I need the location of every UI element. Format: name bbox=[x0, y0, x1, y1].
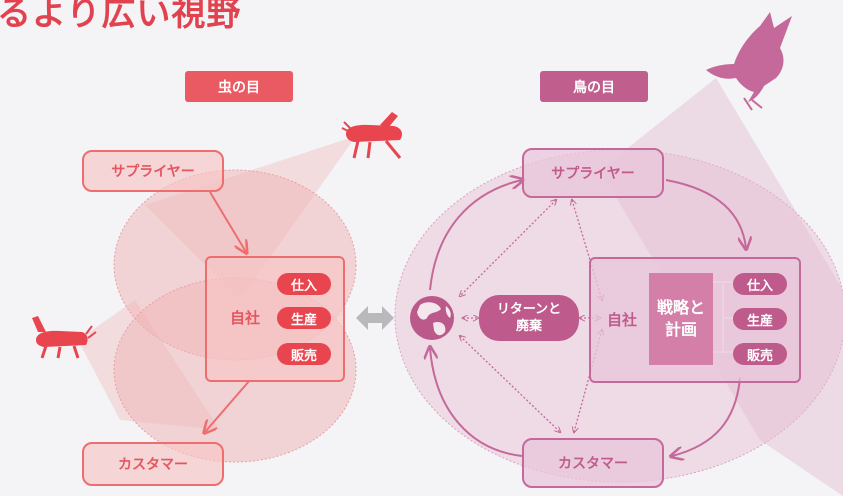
strategy-planning-box: 戦略と 計画 bbox=[649, 273, 713, 365]
return-line-1: リターンと bbox=[496, 302, 562, 317]
bird-item-purchase: 仕入 bbox=[733, 273, 787, 295]
bug-company-label: 自社 bbox=[229, 308, 260, 327]
bug-customer-box: カスタマー bbox=[82, 442, 224, 486]
bird-company-box: 自社 戦略と 計画 仕入 生産 販売 bbox=[589, 257, 801, 383]
page-title: るより広い視野 bbox=[0, 0, 242, 34]
bug-arrow-supplier-company bbox=[209, 191, 246, 252]
bird-arrow-supplier-company bbox=[665, 179, 746, 248]
strategy-line-1: 戦略と bbox=[656, 298, 705, 317]
bird-company-label: 自社 bbox=[606, 310, 637, 329]
bird-item-sales: 販売 bbox=[733, 343, 787, 365]
bird-item-production: 生産 bbox=[733, 308, 787, 330]
grasshopper-icon bbox=[32, 316, 97, 359]
bug-item-sales: 販売 bbox=[277, 343, 331, 365]
bird-icon bbox=[706, 12, 792, 111]
bird-supplier-box: サプライヤー bbox=[522, 148, 664, 198]
dotted-arrow-supplier-company bbox=[572, 200, 602, 300]
bird-arrow-company-customer bbox=[672, 377, 741, 456]
return-line-2: 廃棄 bbox=[515, 319, 542, 334]
bug-eye-label: 虫の目 bbox=[185, 71, 293, 102]
globe-icon bbox=[410, 296, 454, 340]
bug-company-box: 自社 仕入 生産 販売 bbox=[205, 256, 345, 382]
bug-item-purchase: 仕入 bbox=[277, 273, 331, 295]
strategy-line-2: 計画 bbox=[664, 320, 697, 339]
double-arrow-icon bbox=[356, 306, 394, 330]
grasshopper-icon bbox=[341, 112, 402, 159]
dotted-arrow-globe-customer bbox=[460, 336, 560, 432]
return-disposal-bubble: リターンと 廃棄 bbox=[479, 295, 579, 341]
bird-customer-box: カスタマー bbox=[522, 438, 664, 488]
bug-arrow-company-customer bbox=[205, 379, 251, 432]
dotted-arrow-supplier-globe bbox=[460, 200, 556, 296]
bird-eye-label: 鳥の目 bbox=[540, 71, 648, 102]
bug-supplier-box: サプライヤー bbox=[82, 150, 224, 192]
bug-item-production: 生産 bbox=[277, 307, 331, 329]
